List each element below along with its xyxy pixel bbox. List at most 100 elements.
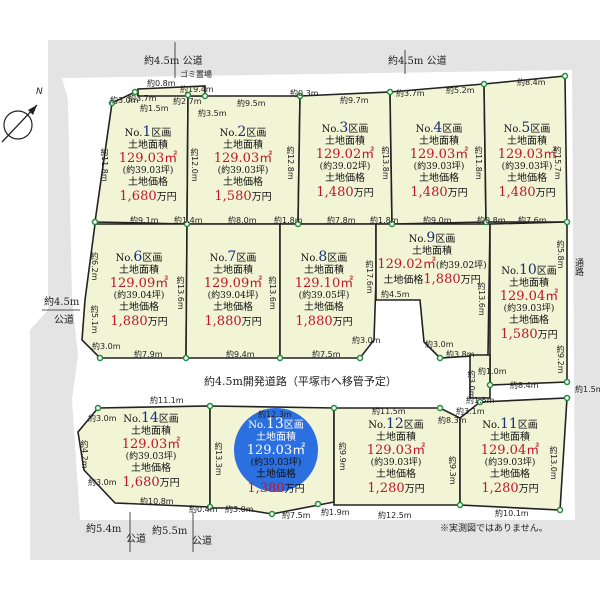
dimension-label: 約4.2m bbox=[80, 440, 89, 469]
dimension-label: 約0.4m bbox=[189, 505, 218, 514]
road-bottom-right-width-label: 約5.5m bbox=[152, 526, 188, 537]
dimension-label: 約1.4m bbox=[174, 216, 203, 225]
dimension-label: 約9.0m bbox=[423, 216, 452, 225]
lot-2-info: No.2区画 土地面積 129.03㎡ (約39.03坪) 土地価格 1,580… bbox=[213, 124, 273, 204]
lot-11-info: No.11区画 土地面積 129.04㎡ (約39.03坪) 土地価格 1,28… bbox=[480, 416, 540, 496]
lot-11[interactable] bbox=[459, 397, 568, 511]
dimension-label: 約0.3m bbox=[290, 89, 319, 98]
lot-7-info: No.7区画 土地面積 129.09㎡ (約39.04坪) 土地価格 1,880… bbox=[203, 249, 263, 329]
road-left-width-label: 約4.5m bbox=[44, 297, 80, 308]
dimension-label: 約5.8m bbox=[556, 240, 565, 269]
lot-13-highlight bbox=[234, 408, 318, 492]
dimension-label: 約3.0m bbox=[467, 370, 476, 399]
dimension-label: 約3.8m bbox=[446, 350, 475, 359]
dimension-label: 約7.5m bbox=[282, 511, 311, 520]
dimension-label: 約13.6m bbox=[176, 276, 185, 310]
dimension-label: 約11.8m bbox=[474, 146, 483, 180]
dimension-label: 約3.0m bbox=[352, 336, 381, 345]
road-top-public-label: 約4.5m 公道 bbox=[144, 56, 203, 67]
lot-3-info: No.3区画 土地面積 129.02㎡ (約39.02坪) 土地価格 1,480… bbox=[315, 120, 375, 200]
dimension-label: 約3.0m bbox=[110, 96, 139, 105]
dimension-label: 約3.5m bbox=[198, 109, 227, 118]
dimension-label: 約3.0m bbox=[88, 478, 117, 487]
dimension-label: 約3.0m bbox=[92, 342, 121, 351]
dimension-label: 約3.1m bbox=[456, 407, 485, 416]
lot-8-info: No.8区画 土地面積 129.10㎡ (約39.05坪) 土地価格 1,880… bbox=[294, 249, 354, 329]
vertex-markers bbox=[91, 72, 571, 518]
dimension-label: 約11.1m bbox=[150, 396, 184, 405]
road-bottom-public1-label: 公道 bbox=[126, 534, 146, 545]
dimension-label: 約5.2m bbox=[446, 86, 475, 95]
garbage-label: ゴミ置場 bbox=[180, 70, 212, 79]
lot-6-info: No.6区画 土地面積 129.09㎡ (約39.04坪) 土地価格 1,880… bbox=[109, 249, 169, 329]
dimension-label: 約8.3m bbox=[438, 416, 467, 425]
road-left-public-label: 公道 bbox=[54, 315, 74, 326]
dimension-label: 約5.1m bbox=[90, 305, 99, 334]
road-bottom-left-width-label: 約5.4m bbox=[86, 524, 122, 535]
dimension-label: 約9.7m bbox=[340, 96, 369, 105]
dimension-label: 約8.4m bbox=[517, 78, 546, 87]
dimension-label: 約1.5m bbox=[575, 385, 600, 394]
development-road bbox=[78, 360, 565, 404]
dimension-label: 約9.3m bbox=[448, 456, 457, 485]
dimension-label: 約9.4m bbox=[226, 350, 255, 359]
dimension-label: 約1.8m bbox=[370, 216, 399, 225]
dimension-label: 約12.8m bbox=[286, 146, 295, 180]
dimension-label: 約13.8m bbox=[381, 146, 390, 180]
dimension-label: 約10.8m bbox=[140, 497, 174, 506]
dimension-label: 約1.8m bbox=[274, 216, 303, 225]
dimension-label: 約1.9m bbox=[321, 508, 350, 517]
dimension-label: 約8.0m bbox=[228, 216, 257, 225]
dimension-label: 約3.7m bbox=[396, 89, 425, 98]
dimension-label: 約12.0m bbox=[190, 148, 199, 182]
dimension-label: 約0.8m bbox=[477, 216, 506, 225]
dimension-label: 約11.8m bbox=[100, 148, 109, 182]
lot-5-info: No.5区画 土地面積 129.03㎡ (約39.03坪) 土地価格 1,480… bbox=[497, 120, 557, 200]
right-passage-label: 通路 bbox=[573, 258, 583, 276]
dimension-label: 約13.3m bbox=[214, 442, 223, 476]
dimension-label: 約19.4m bbox=[180, 85, 214, 94]
lot-12-info: No.12区画 土地面積 129.03㎡ (約39.03坪) 土地価格 1,28… bbox=[366, 416, 426, 496]
dimension-label: 約15.7m bbox=[553, 146, 562, 180]
dimension-arrows bbox=[42, 42, 406, 552]
passage-strip bbox=[469, 354, 491, 399]
dimension-label: 約1.5m bbox=[140, 104, 169, 113]
dimension-label: 約10.1m bbox=[495, 509, 529, 518]
dimension-label: 約3.0m bbox=[425, 340, 454, 349]
development-road-label: 約4.5m開発道路（平塚市へ移管予定） bbox=[204, 375, 397, 388]
lot-4-info: No.4区画 土地面積 129.03㎡ (約39.03坪) 土地価格 1,480… bbox=[409, 120, 469, 200]
dimension-label: 約3.0m bbox=[88, 414, 117, 423]
compass-label: N bbox=[36, 87, 43, 97]
dimension-label: 約3.7m bbox=[128, 94, 157, 103]
dimension-label: 約12.5m bbox=[378, 511, 412, 520]
disclaimer-note: ※実測図ではありません。 bbox=[440, 524, 548, 534]
dimension-label: 約13.6m bbox=[268, 276, 277, 310]
dimension-label: 約11.5m bbox=[372, 407, 406, 416]
compass-icon bbox=[1, 104, 38, 143]
dimension-label: 約8.4m bbox=[510, 381, 539, 390]
lot-14-info: No.14区画 土地面積 129.03㎡ (約39.03坪) 土地価格 1,68… bbox=[121, 410, 181, 490]
dimension-label: 約7.8m bbox=[327, 216, 356, 225]
dimension-label: 約7.6m bbox=[518, 216, 547, 225]
dimension-label: 約1.0m bbox=[478, 367, 507, 376]
lot-1-info: No.1区画 土地面積 129.03㎡ (約39.03坪) 土地価格 1,680… bbox=[118, 124, 178, 204]
dimension-label: 約9.5m bbox=[237, 99, 266, 108]
dimension-label: 約9.1m bbox=[130, 216, 159, 225]
dimension-label: 約9.9m bbox=[338, 442, 347, 471]
dimension-label: 約12.3m bbox=[258, 410, 292, 419]
dimension-label: 約7.9m bbox=[134, 350, 163, 359]
dimension-label: 約0.8m bbox=[147, 79, 176, 88]
road-bottom-public2-label: 公道 bbox=[192, 536, 212, 547]
dimension-label: 約6.2m bbox=[90, 252, 99, 281]
dimension-label: 約3.0m bbox=[225, 505, 254, 514]
dimension-label: 約1.5m bbox=[466, 396, 495, 405]
dimension-label: 約9.2m bbox=[556, 345, 565, 374]
lot-10-info: No.10区画 土地面積 129.04㎡ (約39.03坪) 土地価格 1,58… bbox=[499, 262, 559, 342]
dimension-label: 約7.5m bbox=[312, 350, 341, 359]
dimension-label: 約4.5m bbox=[381, 290, 410, 299]
road-top-right-public-label: 約4.5m 公道 bbox=[388, 56, 447, 67]
dimension-label: 約2.7m bbox=[173, 97, 202, 106]
dimension-label: 約17.6m bbox=[365, 260, 374, 294]
